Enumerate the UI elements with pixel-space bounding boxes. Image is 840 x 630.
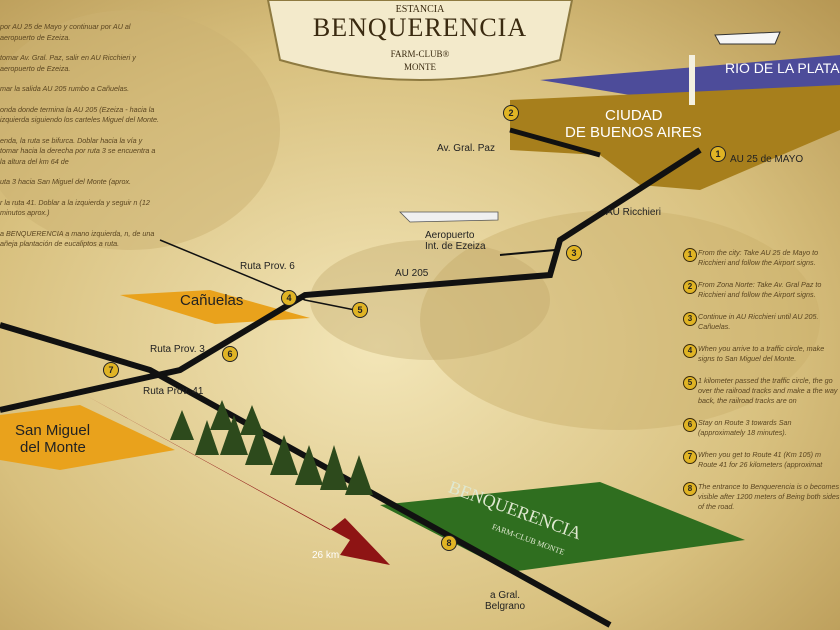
- direction-es: a BENQUERENCIA a mano izquierda, n, de u…: [0, 228, 155, 249]
- road-ricchieri: AU Ricchieri: [606, 207, 662, 218]
- step-number-icon: 6: [683, 418, 697, 432]
- marker-7: 7: [103, 362, 119, 378]
- direction-text: The entrance to Benquerencia is o become…: [698, 482, 840, 511]
- step-number-icon: 4: [683, 344, 697, 358]
- distance-label: 26 km: [312, 550, 340, 561]
- marker-4: 4: [281, 290, 297, 306]
- road-ruta6: Ruta Prov. 6: [240, 261, 295, 272]
- road-ruta41: Ruta Prov. 41: [143, 386, 204, 397]
- direction-text: When you get to Route 41 (Km 105) m Rout…: [698, 450, 823, 469]
- direction-es: r la ruta 41. Doblar a la izquierda y se…: [0, 197, 150, 218]
- san-miguel-area: [0, 405, 175, 470]
- label-ciudad: CIUDAD: [605, 107, 663, 124]
- direction-es: por AU 25 de Mayo y continuar por AU al …: [0, 22, 131, 42]
- step-number-icon: 1: [683, 248, 697, 262]
- logo-sub1: FARM-CLUB®: [390, 49, 450, 59]
- 26km-arrow: [85, 395, 390, 565]
- road-au25: AU 25 de MAYO: [730, 154, 804, 165]
- road-ruta3: Ruta Prov. 3: [150, 344, 205, 355]
- direction-text: From Zona Norte: Take Av. Gral Paz to Ri…: [698, 280, 822, 299]
- marker-3: 3: [566, 245, 582, 261]
- marker-5: 5: [352, 302, 368, 318]
- logo-banner: [266, 0, 574, 81]
- label-rio-de-la-plata: RIO DE LA PLATA: [725, 60, 840, 76]
- road-gral-paz: Av. Gral. Paz: [437, 143, 495, 154]
- label-aeropuerto: Aeropuerto: [425, 230, 475, 241]
- logo-name: BENQUERENCIA: [312, 13, 528, 42]
- canuelas-area: [120, 290, 310, 324]
- marker-6: 6: [222, 346, 238, 362]
- logo-top: ESTANCIA: [395, 4, 445, 15]
- label-canuelas: Cañuelas: [180, 292, 244, 309]
- label-buenos-aires: DE BUENOS AIRES: [565, 124, 702, 141]
- spanish-directions: por AU 25 de Mayo y continuar por AU al …: [0, 22, 160, 260]
- logo-sub2: MONTE: [404, 62, 436, 72]
- step-number-icon: 2: [683, 280, 697, 294]
- direction-text: 1 kilometer passed the traffic circle, t…: [698, 376, 838, 405]
- road-au205: AU 205: [395, 268, 429, 279]
- direction-text: Stay on Route 3 towards San (approximate…: [698, 418, 792, 437]
- label-gral: a Gral.: [490, 590, 521, 601]
- logo: ESTANCIA BENQUERENCIA FARM-CLUB® MONTE: [287, 0, 553, 80]
- direction-text: Continue in AU Ricchieri until AU 205. C…: [698, 312, 819, 331]
- direction-es: mar la salida AU 205 rumbo a Cañuelas.: [0, 84, 130, 93]
- step-number-icon: 8: [683, 482, 697, 496]
- direction-text: When you arrive to a traffic circle, mak…: [698, 344, 825, 363]
- direction-text: From the city: Take AU 25 de Mayo to Ric…: [698, 248, 819, 267]
- obelisk-icon: [689, 55, 695, 105]
- marker-1: 1: [710, 146, 726, 162]
- step-number-icon: 5: [683, 376, 697, 390]
- ship-icon: [714, 31, 781, 45]
- label-del-monte: del Monte: [20, 439, 86, 456]
- airplane-icon: [399, 211, 499, 223]
- direction-es: enda, la ruta se bifurca. Doblar hacia l…: [0, 135, 156, 166]
- label-san-miguel: San Miguel: [15, 422, 91, 439]
- direction-es: onda donde termina la AU 205 (Ezeiza - h…: [0, 104, 160, 125]
- buenos-aires-area: [510, 85, 840, 190]
- step-number-icon: 3: [683, 312, 697, 326]
- forest-icon: [170, 400, 373, 495]
- label-ezeiza: Int. de Ezeiza: [425, 241, 486, 252]
- marker-2: 2: [503, 105, 519, 121]
- label-belgrano: Belgrano: [485, 601, 526, 612]
- direction-es: uta 3 hacia San Miguel del Monte (aprox.: [0, 177, 132, 186]
- marker-8: 8: [441, 535, 457, 551]
- step-number-icon: 7: [683, 450, 697, 464]
- direction-es: tomar Av. Gral. Paz, salir en AU Ricchie…: [0, 53, 136, 73]
